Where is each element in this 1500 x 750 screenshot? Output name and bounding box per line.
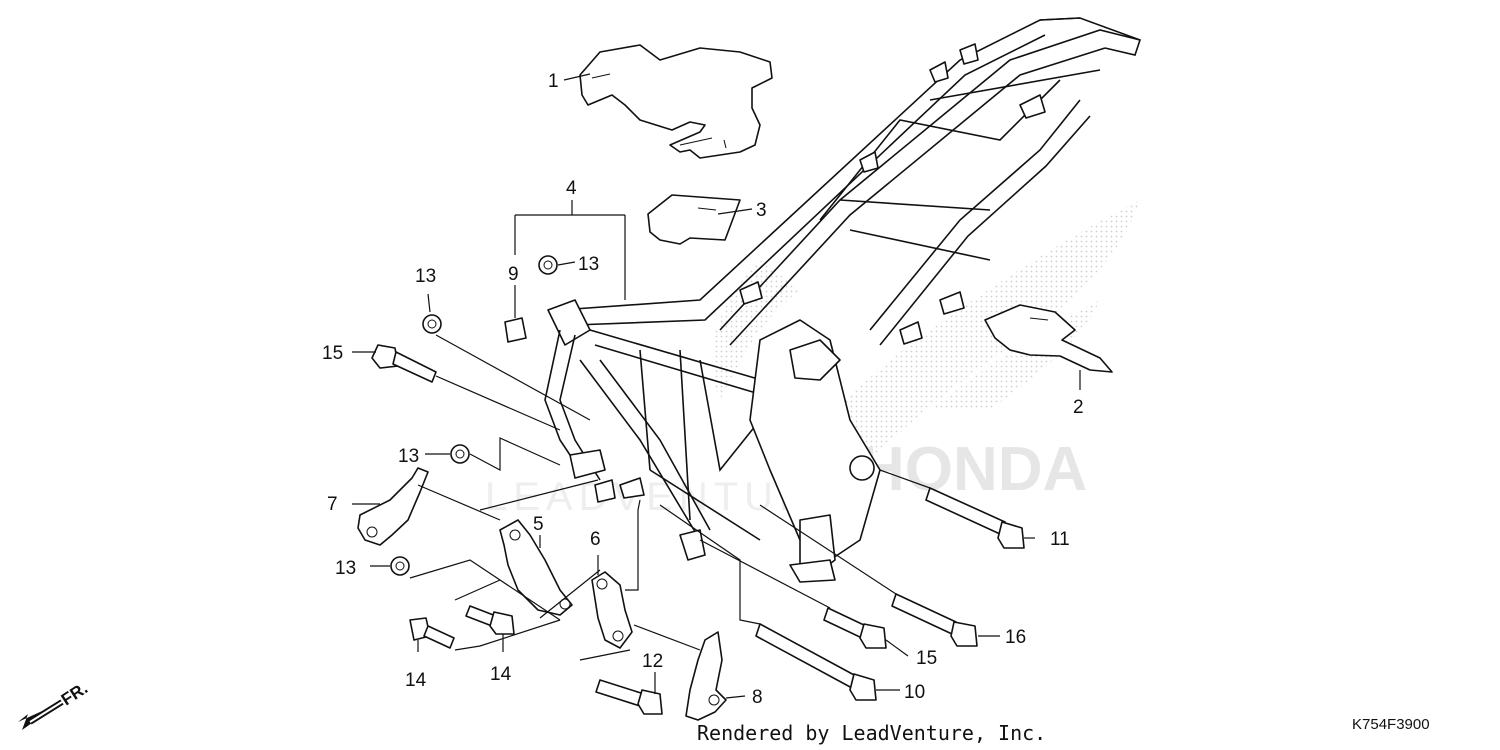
callout-15-b: 15	[916, 648, 937, 669]
callout-13-d: 13	[335, 558, 356, 579]
bolt-16	[891, 593, 978, 647]
credit-text: Rendered by LeadVenture, Inc.	[697, 721, 1047, 745]
nut-13-c	[450, 444, 470, 464]
bolt-15-upper	[371, 344, 437, 383]
bracket-7	[357, 467, 429, 546]
callout-14-b: 14	[490, 664, 512, 685]
callout-3: 3	[756, 200, 767, 221]
callout-14-a: 14	[405, 670, 427, 691]
callout-8: 8	[752, 687, 763, 708]
callout-11: 11	[1050, 529, 1070, 550]
bracket-5	[499, 519, 573, 616]
honda-wing-watermark: HONDA LEADVENTURE	[485, 200, 1140, 519]
callout-numbers: 1 2 3 4 5 6 7 8 9 10 11 12 13 13 13 13 1…	[322, 71, 1084, 708]
bolt-12	[595, 679, 663, 715]
watermark-brand: HONDA	[860, 435, 1087, 504]
part-2-bracket	[984, 304, 1113, 373]
main-frame	[544, 17, 1142, 583]
callout-15-a: 15	[322, 343, 343, 364]
bracket-8	[685, 631, 727, 721]
bolt-10	[755, 623, 877, 701]
bolt-11	[925, 487, 1025, 549]
front-direction-arrow: FR.	[18, 679, 91, 730]
callout-6: 6	[590, 529, 601, 550]
part-1-cover	[579, 44, 773, 159]
bracket-6	[591, 571, 633, 649]
part-9-pad	[504, 317, 527, 343]
part-3-plate	[647, 194, 741, 245]
callout-12: 12	[642, 651, 663, 672]
callout-1: 1	[548, 71, 559, 92]
callout-13-b: 13	[415, 266, 436, 287]
callout-9: 9	[508, 264, 519, 285]
nut-13-a	[538, 255, 558, 275]
callout-4: 4	[566, 178, 577, 199]
callout-10: 10	[904, 682, 925, 703]
nut-13-b	[422, 314, 442, 334]
leader-lines	[352, 73, 1081, 699]
callout-13-c: 13	[398, 446, 419, 467]
callout-13-a: 13	[578, 254, 599, 275]
bolt-15-lower	[823, 607, 887, 649]
bolt-14-b	[465, 605, 515, 635]
nut-13-d	[390, 556, 410, 576]
callout-16: 16	[1005, 627, 1026, 648]
callout-7: 7	[327, 494, 338, 515]
callout-5: 5	[533, 514, 544, 535]
bolt-14-a	[409, 617, 455, 649]
callout-2: 2	[1073, 397, 1084, 418]
diagram-code: K754F3900	[1352, 716, 1430, 733]
